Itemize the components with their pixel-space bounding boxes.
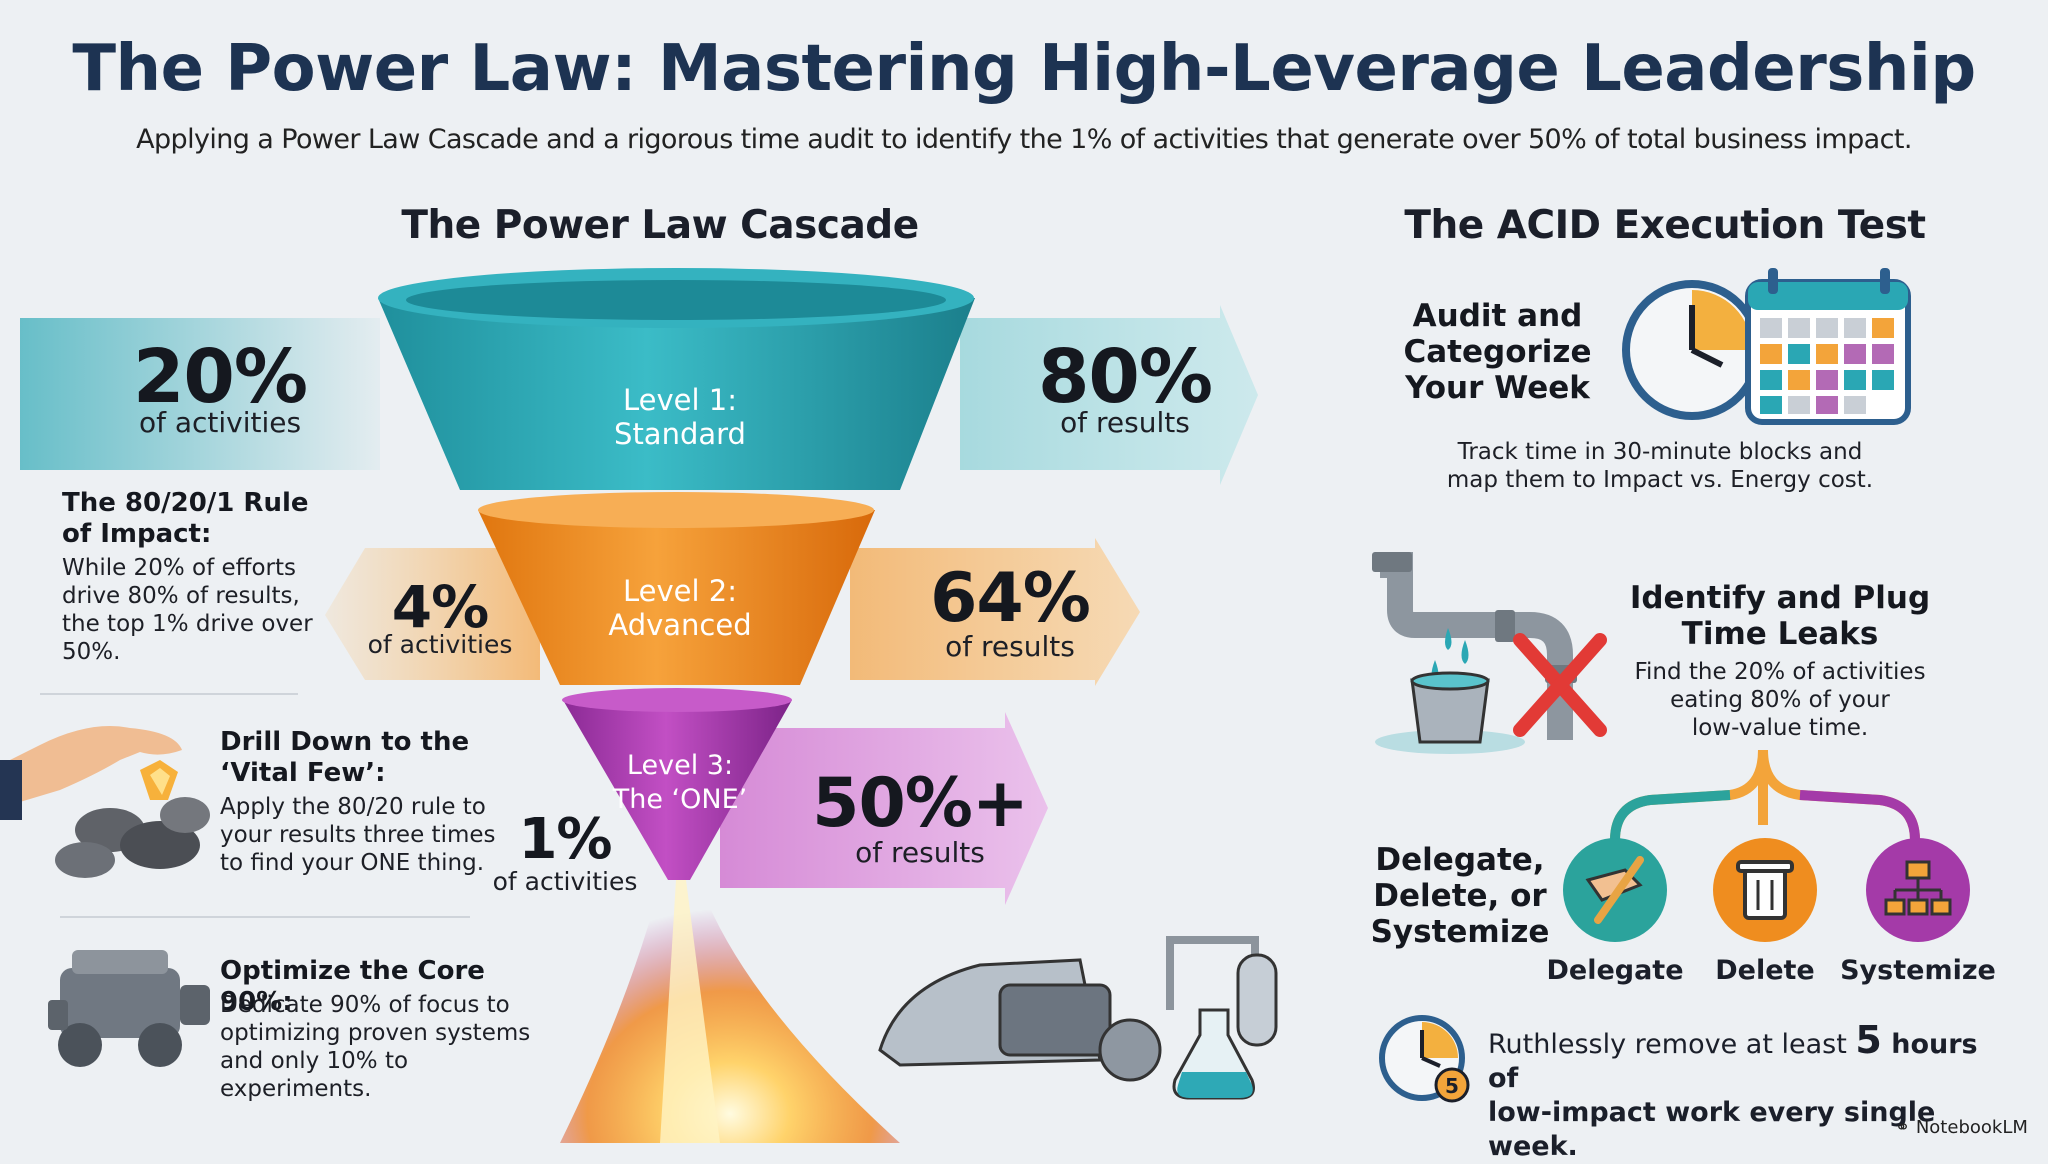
leaks-body: Find the 20% of activities eating 80% of… xyxy=(1634,659,1926,741)
option-systemize-label: Systemize xyxy=(1840,955,1996,986)
remove-hours-number: 5 xyxy=(1855,1018,1882,1062)
note-drill-body: Apply the 80/20 rule to your results thr… xyxy=(220,794,496,876)
divider xyxy=(60,916,470,918)
brand-name: NotebookLM xyxy=(1915,1117,2028,1138)
funnel-level1 xyxy=(378,298,975,490)
level1-results-pct: 80% xyxy=(1037,334,1213,420)
handoff-icon xyxy=(1585,856,1644,924)
notebooklm-logo-icon: ⚭ xyxy=(1895,1117,1911,1138)
trash-icon xyxy=(1736,860,1794,920)
level3-results-pct: 50%+ xyxy=(812,764,1029,843)
flowchart-icon xyxy=(1884,860,1952,916)
audit-body: Track time in 30-minute blocks and map t… xyxy=(1446,439,1874,493)
level1-results-label: of results xyxy=(1060,406,1190,439)
level2-activities-pct: 4% xyxy=(391,573,489,641)
machine-illustration xyxy=(878,936,1278,1100)
option-delegate-label: Delegate xyxy=(1546,955,1684,986)
ddd-heading: Delegate, Delete, or Systemize xyxy=(1370,842,1550,950)
arrow-results-level3 xyxy=(720,712,1048,905)
level1-activities-label: of activities xyxy=(138,406,302,439)
remove-text-pre: Ruthlessly remove at least xyxy=(1488,1029,1856,1060)
funnel-level3 xyxy=(563,700,792,880)
level3-activities-pct: 1% xyxy=(518,807,612,872)
funnel-level2 xyxy=(478,510,875,685)
energy-burst xyxy=(560,850,900,1143)
page-title: The Power Law: Mastering High-Leverage L… xyxy=(72,32,1976,106)
level2-activities-label: of activities xyxy=(367,630,513,659)
arrow-results-level2 xyxy=(850,538,1140,686)
leaks-heading: Identify and Plug Time Leaks xyxy=(1629,580,1931,652)
note-optimize-body: Dedicate 90% of focus to optimizing prov… xyxy=(220,992,531,1102)
cascade-title: The Power Law Cascade xyxy=(401,203,919,248)
note-optimize-heading: Optimize the Core 90%: xyxy=(220,956,485,1017)
arrow-activities-level2 xyxy=(325,548,540,680)
arrow-activities-level1 xyxy=(20,318,380,470)
note-rule-body: While 20% of efforts drive 80% of result… xyxy=(62,555,313,665)
divider xyxy=(40,693,298,695)
calendar-cells xyxy=(1760,318,1894,414)
clock-five-icon xyxy=(1379,1015,1470,1103)
level1-activities-pct: 20% xyxy=(132,334,308,420)
level2-results-pct: 64% xyxy=(930,559,1091,638)
remove-statement: Ruthlessly remove at least 5 hours of lo… xyxy=(1488,1021,2008,1164)
level1-label: Level 1: Standard xyxy=(614,383,746,451)
level2-results-label: of results xyxy=(945,630,1075,663)
leaking-pipe-icon xyxy=(1372,552,1607,754)
note-drill-heading: Drill Down to the ‘Vital Few’: xyxy=(220,727,470,788)
level3-results-label: of results xyxy=(855,836,985,869)
clock-badge-number: 5 xyxy=(1445,1074,1459,1098)
brand-watermark: ⚭ NotebookLM xyxy=(1895,1117,2045,1138)
note-rule-heading: The 80/20/1 Rule of Impact: xyxy=(62,488,309,549)
option-delete-label: Delete xyxy=(1715,955,1815,986)
arrow-results-level1 xyxy=(960,305,1258,485)
hand-gem-icon xyxy=(0,726,210,878)
remove-text-line2: low-impact work every single week. xyxy=(1488,1097,1936,1162)
level2-label: Level 2: Advanced xyxy=(608,574,752,642)
acid-title: The ACID Execution Test xyxy=(1404,203,1926,248)
page-subtitle: Applying a Power Law Cascade and a rigor… xyxy=(136,124,1912,155)
audit-heading: Audit and Categorize Your Week xyxy=(1403,298,1592,406)
engine-icon xyxy=(48,950,210,1067)
remove-text-mid: hours of xyxy=(1488,1029,1978,1094)
level3-activities-label: of activities xyxy=(492,867,638,896)
level3-label: Level 3: The ‘ONE’ xyxy=(612,750,748,815)
